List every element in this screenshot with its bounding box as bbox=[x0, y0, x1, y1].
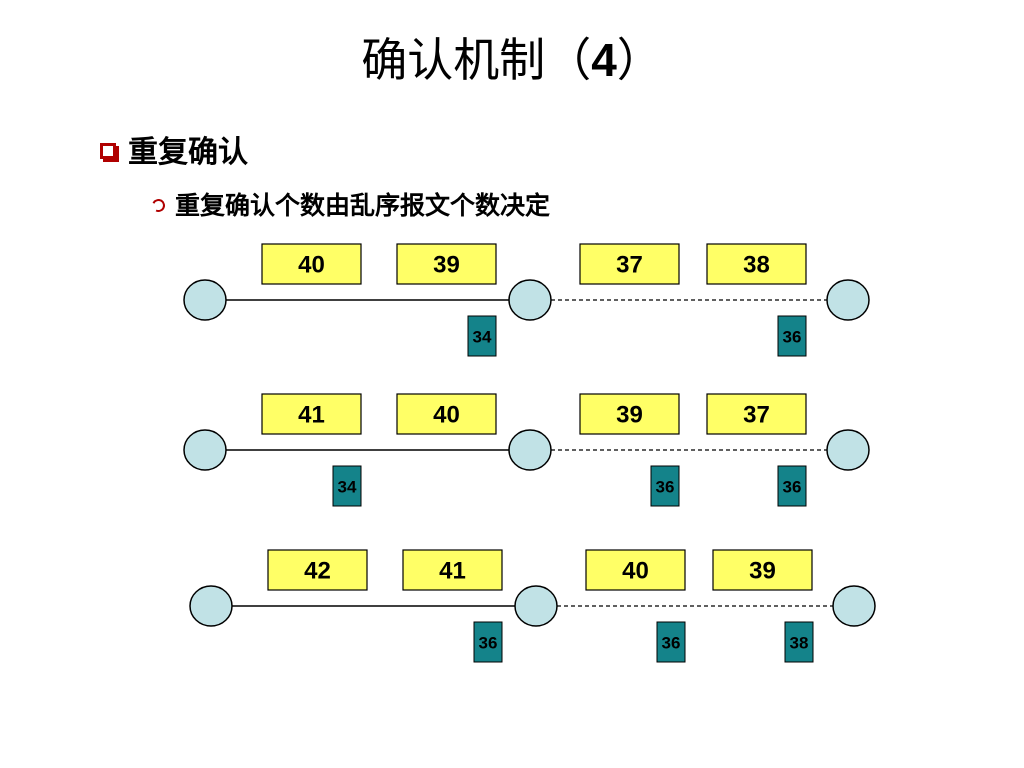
packet-label: 41 bbox=[439, 558, 466, 585]
packet-box bbox=[396, 243, 497, 285]
packet-label: 37 bbox=[616, 252, 643, 279]
ack-label: 34 bbox=[473, 328, 492, 347]
router-node bbox=[508, 279, 552, 321]
page-title: 确认机制（4） bbox=[0, 30, 1024, 90]
packet-label: 42 bbox=[304, 558, 331, 585]
ack-box bbox=[777, 315, 807, 357]
sender-node bbox=[189, 585, 233, 627]
ack-box bbox=[332, 465, 362, 507]
title-close: ） bbox=[616, 33, 663, 87]
packet-box bbox=[706, 243, 807, 285]
packet-box bbox=[579, 393, 680, 435]
packet-box bbox=[261, 243, 362, 285]
diagram-row: 41 40 39 37 34 36 36 bbox=[183, 393, 870, 507]
packet-box bbox=[585, 549, 686, 591]
packet-box bbox=[402, 549, 503, 591]
title-text: 确认机制（ bbox=[361, 33, 592, 87]
bullet-level1: 重复确认 bbox=[100, 133, 248, 173]
packet-label: 39 bbox=[433, 252, 460, 279]
packet-label: 40 bbox=[622, 558, 649, 585]
sender-node bbox=[183, 279, 227, 321]
ack-box bbox=[473, 621, 503, 663]
bullet-level2: 重复确认个数由乱序报文个数决定 bbox=[150, 188, 551, 224]
ack-box bbox=[650, 465, 680, 507]
diagram-row: 42 41 40 39 36 36 38 bbox=[189, 549, 876, 663]
receiver-node bbox=[832, 585, 876, 627]
ack-box bbox=[656, 621, 686, 663]
sender-node bbox=[183, 429, 227, 471]
bullet-level1-text: 重复确认 bbox=[128, 135, 248, 170]
packet-box bbox=[267, 549, 368, 591]
packet-label: 41 bbox=[298, 402, 325, 429]
title-number: 4 bbox=[591, 34, 617, 86]
packet-label: 39 bbox=[749, 558, 776, 585]
packet-label: 37 bbox=[743, 402, 770, 429]
receiver-node bbox=[826, 279, 870, 321]
square-bullet-icon bbox=[100, 143, 116, 159]
packet-label: 39 bbox=[616, 402, 643, 429]
receiver-node bbox=[826, 429, 870, 471]
ack-label: 38 bbox=[790, 634, 809, 653]
ack-box bbox=[784, 621, 814, 663]
packet-box bbox=[261, 393, 362, 435]
packet-box bbox=[712, 549, 813, 591]
bullet-level2-text: 重复确认个数由乱序报文个数决定 bbox=[175, 191, 551, 220]
packet-label: 40 bbox=[433, 402, 460, 429]
ack-label: 36 bbox=[656, 478, 675, 497]
ack-label: 36 bbox=[783, 478, 802, 497]
packet-box bbox=[579, 243, 680, 285]
ack-label: 36 bbox=[783, 328, 802, 347]
router-node bbox=[514, 585, 558, 627]
ack-label: 36 bbox=[662, 634, 681, 653]
ack-label: 34 bbox=[338, 478, 357, 497]
packet-box bbox=[396, 393, 497, 435]
ack-box bbox=[777, 465, 807, 507]
packet-label: 38 bbox=[743, 252, 770, 279]
router-node bbox=[508, 429, 552, 471]
packet-box bbox=[706, 393, 807, 435]
packet-label: 40 bbox=[298, 252, 325, 279]
ack-box bbox=[467, 315, 497, 357]
diagram-row: 40 39 37 38 34 36 bbox=[183, 243, 870, 357]
ack-label: 36 bbox=[479, 634, 498, 653]
